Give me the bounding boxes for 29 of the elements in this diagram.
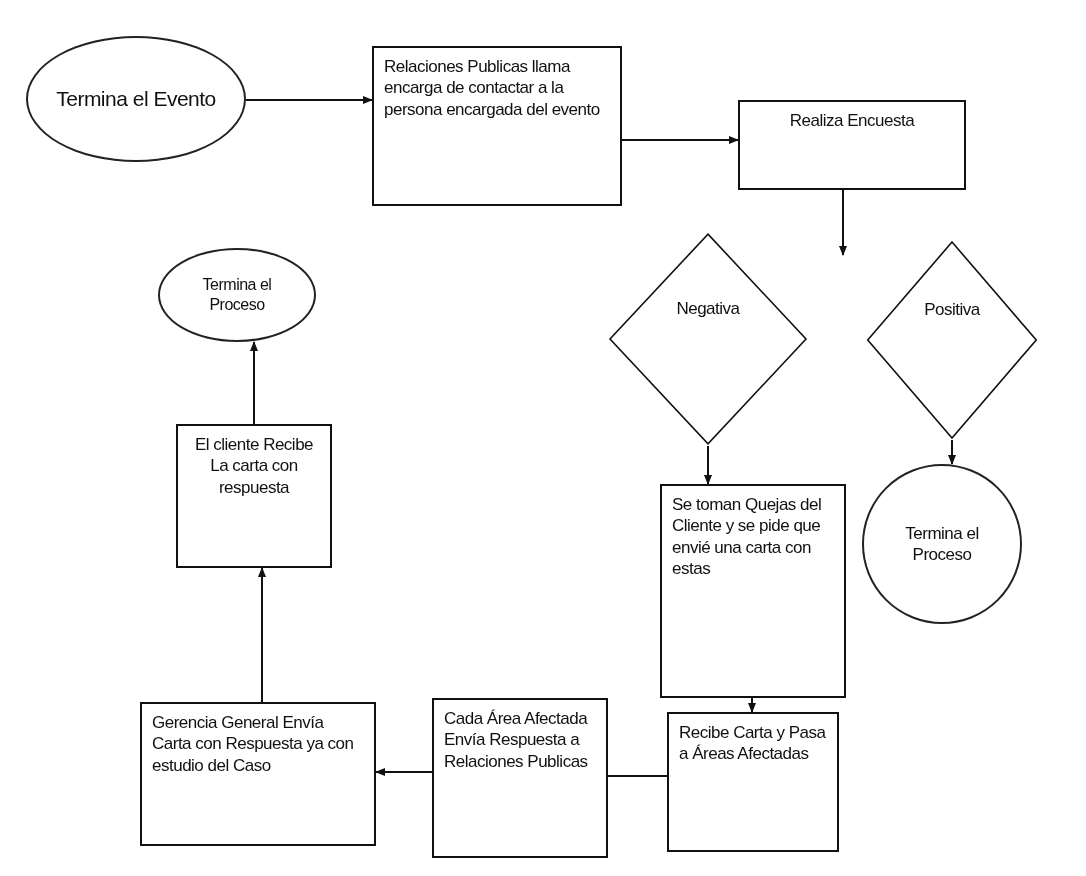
process-box xyxy=(738,100,966,190)
arrow xyxy=(948,439,956,465)
arrow xyxy=(245,96,373,104)
node-label: Cada Área Afectada Envía Respuesta a Relaciones Publicas xyxy=(444,708,589,772)
node-label: Se toman Quejas del Cliente y se pide que envié una carta con estas xyxy=(672,494,823,579)
process-box xyxy=(372,46,622,206)
process-box xyxy=(140,702,376,846)
arrow xyxy=(621,136,739,144)
node-label: Termina el Proceso xyxy=(904,522,980,566)
node-label: Relaciones Publicas llama encarga de contactar a la persona encargada del evento xyxy=(384,56,601,120)
node-label: Realiza Encuesta xyxy=(789,110,915,132)
arrow xyxy=(839,189,847,256)
process-box xyxy=(660,484,846,698)
node-label: Negativa xyxy=(676,298,740,320)
process-box xyxy=(176,424,332,568)
arrow xyxy=(250,341,258,425)
node-label: Recibe Carta y Pasa a Áreas Afectadas xyxy=(679,722,827,765)
process-box xyxy=(432,698,608,858)
node-label: Positiva xyxy=(924,299,980,321)
arrow xyxy=(258,567,266,703)
node-label: El cliente Recibe La carta con respuesta xyxy=(193,434,315,498)
arrow xyxy=(748,697,756,713)
node-label: Termina el Evento xyxy=(56,85,216,112)
arrow xyxy=(704,445,712,485)
node-label: Gerencia General Envía Carta con Respuesta ya con estudio del Caso xyxy=(152,712,355,776)
connector-line xyxy=(607,775,668,777)
process-box xyxy=(667,712,839,852)
node-label: Termina el Proceso xyxy=(201,275,273,315)
arrow xyxy=(375,768,433,776)
